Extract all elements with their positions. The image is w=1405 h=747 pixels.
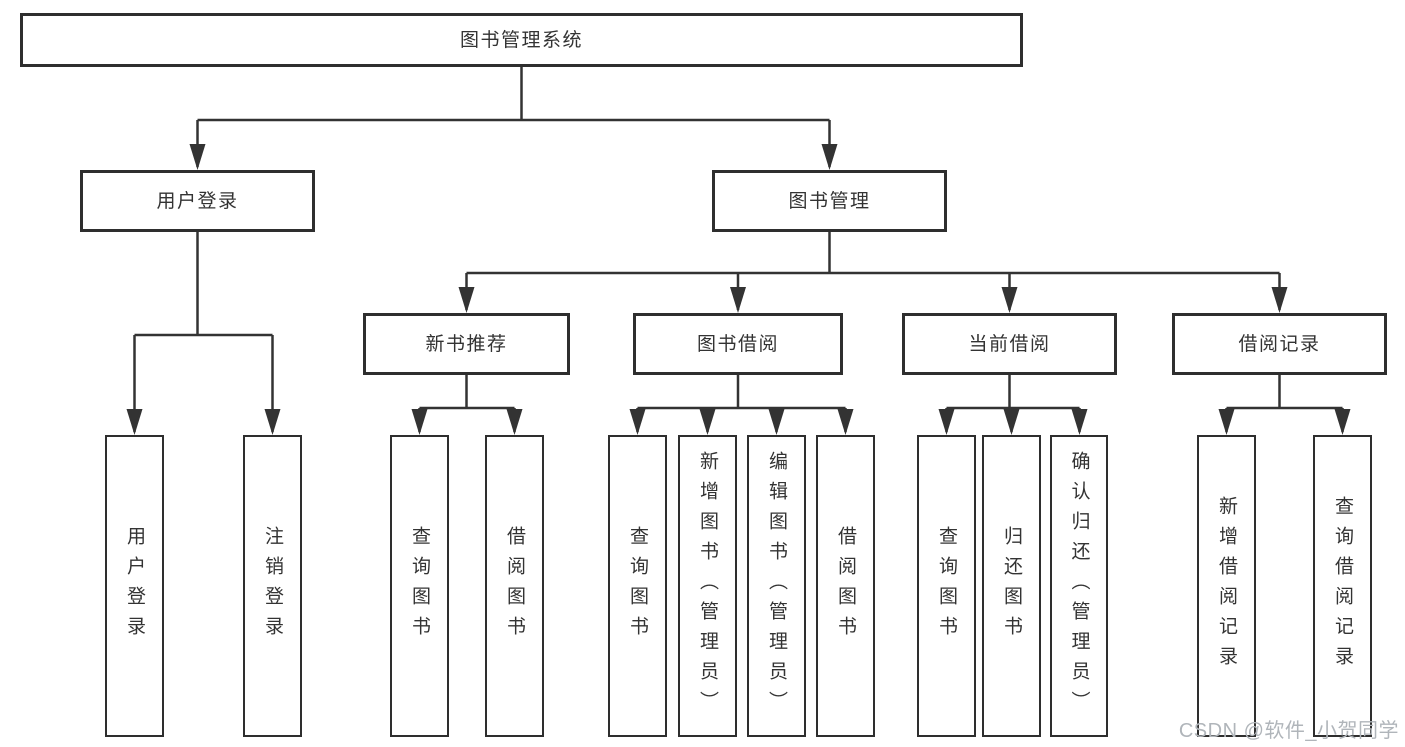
node-leaf-logout-label: 注销登录: [262, 526, 283, 646]
node-leaf-user-login: 用户登录: [105, 435, 164, 737]
node-user-login-label: 用户登录: [156, 190, 239, 212]
node-leaf-query-book-rec-label: 查询图书: [409, 526, 430, 646]
node-leaf-query-book-borrow: 查询图书: [608, 435, 667, 737]
node-leaf-borrow-book-rec: 借阅图书: [485, 435, 544, 737]
node-leaf-edit-book-admin-label: 编辑图书（管理员）: [766, 451, 787, 721]
node-book-borrow: 图书借阅: [633, 313, 843, 375]
connector-new-book-rec-children: [411, 375, 523, 435]
node-leaf-query-book-borrow-label: 查询图书: [627, 526, 648, 646]
node-root: 图书管理系统: [20, 13, 1023, 67]
node-current-borrow: 当前借阅: [902, 313, 1117, 375]
connector-root-children: [189, 67, 838, 170]
node-leaf-confirm-return-admin-label: 确认归还（管理员）: [1068, 451, 1090, 721]
node-leaf-add-borrow-record-label: 新增借阅记录: [1216, 496, 1237, 676]
connector-book-mgmt-children: [458, 232, 1288, 313]
node-leaf-query-book-rec: 查询图书: [390, 435, 449, 737]
node-leaf-borrow-book-rec-label: 借阅图书: [504, 526, 525, 646]
csdn-watermark: CSDN @软件_小贺同学: [1178, 720, 1399, 742]
node-leaf-query-book-current-label: 查询图书: [936, 526, 957, 646]
node-new-book-rec: 新书推荐: [363, 313, 570, 375]
connector-user-login-children: [126, 232, 281, 435]
node-leaf-confirm-return-admin: 确认归还（管理员）: [1050, 435, 1108, 737]
node-leaf-logout: 注销登录: [243, 435, 302, 737]
node-current-borrow-label: 当前借阅: [968, 333, 1051, 355]
connector-book-borrow-children: [629, 375, 854, 435]
node-root-label: 图书管理系统: [459, 29, 583, 51]
node-user-login: 用户登录: [80, 170, 315, 232]
node-borrow-records: 借阅记录: [1172, 313, 1387, 375]
node-leaf-add-book-admin-label: 新增图书（管理员）: [697, 451, 718, 721]
node-leaf-query-borrow-record: 查询借阅记录: [1313, 435, 1372, 737]
connector-borrow-records-children: [1218, 375, 1351, 435]
node-leaf-query-book-current: 查询图书: [917, 435, 976, 737]
node-leaf-query-borrow-record-label: 查询借阅记录: [1332, 496, 1353, 676]
node-leaf-return-book-label: 归还图书: [1001, 526, 1022, 646]
node-book-mgmt: 图书管理: [712, 170, 947, 232]
node-leaf-return-book: 归还图书: [982, 435, 1041, 737]
node-new-book-rec-label: 新书推荐: [425, 333, 508, 355]
node-book-mgmt-label: 图书管理: [788, 190, 871, 212]
node-leaf-user-login-label: 用户登录: [124, 526, 145, 646]
node-book-borrow-label: 图书借阅: [696, 333, 779, 355]
node-leaf-add-borrow-record: 新增借阅记录: [1197, 435, 1256, 737]
node-leaf-borrow-book-borrow-label: 借阅图书: [835, 526, 856, 646]
connector-current-borrow-children: [938, 375, 1088, 435]
node-leaf-add-book-admin: 新增图书（管理员）: [678, 435, 737, 737]
node-leaf-borrow-book-borrow: 借阅图书: [816, 435, 875, 737]
node-borrow-records-label: 借阅记录: [1238, 333, 1321, 355]
node-leaf-edit-book-admin: 编辑图书（管理员）: [747, 435, 806, 737]
